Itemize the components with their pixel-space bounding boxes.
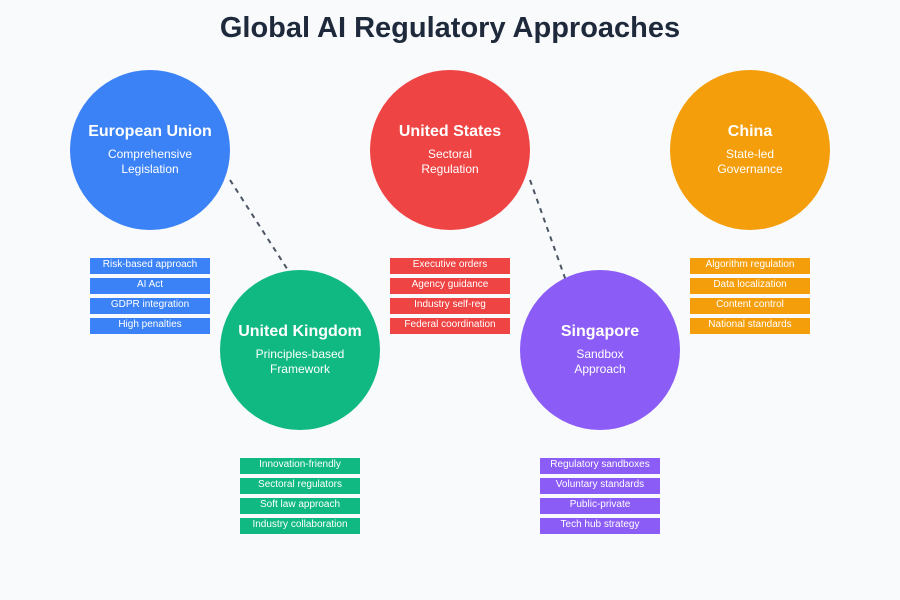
approach-line-2: Regulation (421, 162, 479, 176)
feature-tag: National standards (690, 318, 810, 334)
approach-line-1: Comprehensive (107, 147, 193, 161)
feature-tag: Executive orders (390, 258, 510, 274)
feature-tag: Voluntary standards (540, 478, 660, 494)
feature-tag: Risk-based approach (90, 258, 210, 274)
approach-line-2: Framework (269, 362, 330, 376)
approach-line-1: Sectoral (427, 147, 473, 161)
connector-eu-uk (229, 179, 321, 321)
feature-tag: Soft law approach (240, 498, 360, 514)
feature-tag: Data localization (690, 278, 810, 294)
feature-tag: Federal coordination (390, 318, 510, 334)
feature-tag: Industry self-reg (390, 298, 510, 314)
feature-tag: Tech hub strategy (540, 518, 660, 534)
region-name: Singapore (560, 323, 640, 340)
approach-line-1: Sandbox (576, 347, 624, 361)
region-name: United States (398, 123, 502, 140)
approach-line-2: Approach (574, 362, 626, 376)
feature-tag: Public-private (540, 498, 660, 514)
feature-tag: Content control (690, 298, 810, 314)
feature-tag: AI Act (90, 278, 210, 294)
approach-line-1: State-led (725, 147, 775, 161)
region-name: European Union (88, 123, 212, 140)
approach-line-2: Legislation (121, 162, 179, 176)
feature-tag: Regulatory sandboxes (540, 458, 660, 474)
region-name: United Kingdom (238, 323, 362, 340)
region-name: China (727, 123, 773, 140)
approach-line-2: Governance (717, 162, 783, 176)
feature-tag: Agency guidance (390, 278, 510, 294)
feature-tag: Algorithm regulation (690, 258, 810, 274)
feature-tag: Industry collaboration (240, 518, 360, 534)
approach-line-1: Principles-based (255, 347, 345, 361)
feature-tag: Innovation-friendly (240, 458, 360, 474)
page-title: Global AI Regulatory Approaches (219, 12, 681, 44)
feature-tag: Sectoral regulators (240, 478, 360, 494)
feature-tag: GDPR integration (90, 298, 210, 314)
feature-tag: High penalties (90, 318, 210, 334)
